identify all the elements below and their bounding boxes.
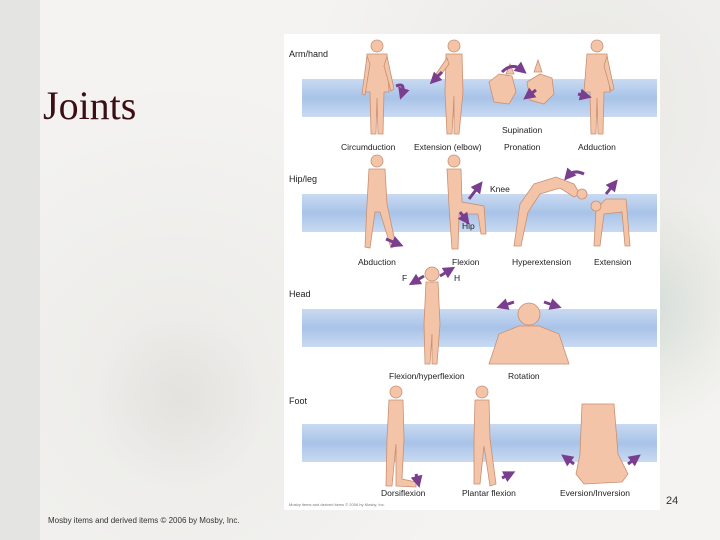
label-supination: Supination — [502, 125, 542, 135]
section-label-head: Head — [289, 289, 311, 299]
arrow-flexion — [414, 276, 424, 282]
arrow-plantar-flexion — [502, 474, 510, 478]
label-circumduction: Circumduction — [341, 142, 396, 152]
arrow-dorsiflexion — [416, 474, 418, 482]
section-label-hip-leg: Hip/leg — [289, 174, 317, 184]
label-extension-elbow: Extension (elbow) — [414, 142, 482, 152]
label-eversion-inversion: Eversion/Inversion — [560, 488, 630, 498]
section-label-arm-hand: Arm/hand — [289, 49, 328, 59]
label-abduction: Abduction — [358, 257, 396, 267]
label-hip: Hip — [462, 221, 475, 231]
label-knee: Knee — [490, 184, 510, 194]
page-number: 24 — [666, 495, 678, 507]
figure-illustration: Arm/hand Hip/leg Head Foot — [284, 34, 660, 510]
arrow-rotation-right — [544, 302, 556, 306]
arrow-hyperflexion — [440, 270, 450, 276]
figure-adduction — [584, 40, 614, 134]
band-head — [302, 309, 657, 347]
joint-movements-figure: Arm/hand Hip/leg Head Foot — [284, 34, 660, 510]
label-rotation: Rotation — [508, 371, 540, 381]
left-border-band — [0, 0, 40, 540]
label-extension: Extension — [594, 257, 632, 267]
section-label-foot: Foot — [289, 396, 308, 406]
arrow-extension — [606, 184, 614, 194]
slide-title: Joints — [43, 82, 136, 129]
arrow-rotation-left — [502, 302, 514, 306]
decorative-swirl — [100, 300, 260, 500]
footer-copyright: Mosby items and derived items © 2006 by … — [48, 516, 240, 525]
label-f: F — [402, 273, 407, 283]
label-h: H — [454, 273, 460, 283]
arrow-hyperextension — [568, 172, 584, 176]
label-pronation: Pronation — [504, 142, 541, 152]
label-hyperextension: Hyperextension — [512, 257, 571, 267]
arrow-adduction — [578, 94, 586, 96]
label-adduction: Adduction — [578, 142, 616, 152]
label-flexion-hyperflexion: Flexion/hyperflexion — [389, 371, 465, 381]
label-dorsiflexion: Dorsiflexion — [381, 488, 426, 498]
label-plantar-flexion: Plantar flexion — [462, 488, 516, 498]
figure-flexion-hyperflexion — [424, 267, 440, 364]
label-flexion: Flexion — [452, 257, 480, 267]
figure-credit: Mosby items and derived items © 2006 by … — [289, 502, 385, 507]
